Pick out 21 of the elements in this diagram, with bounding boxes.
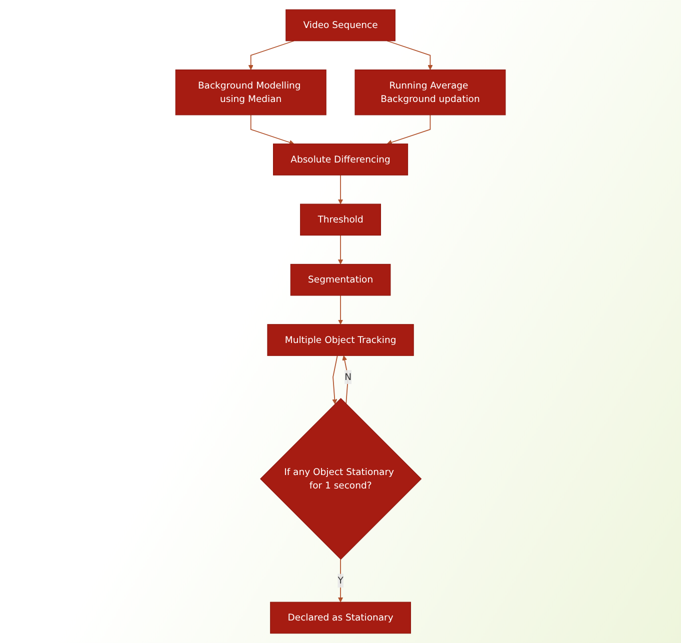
- edge-label: Y: [338, 574, 344, 586]
- arrow: [338, 174, 344, 204]
- node-box: Running Average Background updation: [354, 70, 506, 116]
- edge-label: N: [344, 371, 352, 382]
- arrow: [338, 234, 344, 264]
- arrow: [338, 295, 344, 325]
- arrow: [332, 355, 338, 404]
- node-box: Background Modelling using Median: [175, 70, 326, 116]
- node-box: Declared as Stationary: [270, 602, 411, 634]
- arrow: [338, 558, 344, 602]
- node-box: Multiple Object Tracking: [267, 324, 414, 356]
- node-box: Segmentation: [290, 264, 391, 296]
- node-box: Video Sequence: [286, 9, 396, 42]
- arrow: [342, 355, 348, 404]
- node-box: Absolute Differencing: [272, 144, 408, 176]
- node-box: Threshold: [300, 204, 381, 236]
- arrow: [250, 114, 294, 145]
- arrow: [386, 40, 433, 70]
- arrow: [386, 114, 431, 145]
- node-diamond: If any Object Stationary for 1 second?: [260, 398, 422, 560]
- arrow: [248, 40, 294, 70]
